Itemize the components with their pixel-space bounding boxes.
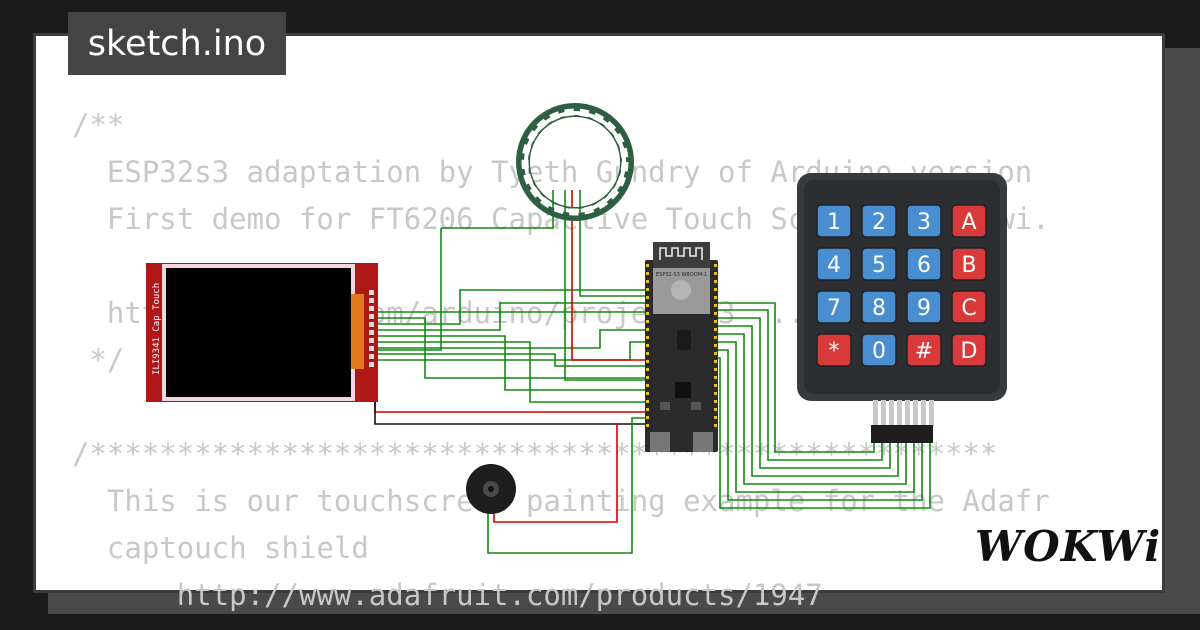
wire-green (375, 302, 647, 331)
keypad-key-label: 1 (827, 210, 841, 235)
wire-green (713, 302, 875, 453)
wire-black (374, 374, 647, 425)
wire-red (493, 424, 618, 523)
keypad-key-A[interactable]: A (951, 204, 987, 238)
keypad-key-label: D (961, 339, 978, 364)
keypad-key-3[interactable]: 3 (906, 204, 942, 238)
display-label: ILI9341 Cap Touch (152, 283, 162, 375)
keypad-key-B[interactable]: B (951, 247, 987, 281)
keypad-key-label: B (961, 253, 976, 278)
buzzer[interactable] (466, 464, 516, 514)
wire-green (713, 309, 883, 461)
wire-green (713, 341, 915, 493)
code-line: /** (72, 108, 125, 142)
wire-green (375, 228, 442, 351)
keypad-key-label: 0 (872, 339, 886, 364)
keypad-key-label: A (961, 210, 976, 235)
keypad-key-label: # (915, 339, 933, 364)
keypad-key-*[interactable]: * (816, 333, 852, 367)
keypad-key-C[interactable]: C (951, 290, 987, 324)
board-label: ESP32-S3 WROOM-1 (656, 272, 707, 278)
keypad-key-4[interactable]: 4 (816, 247, 852, 281)
keypad-key-9[interactable]: 9 (906, 290, 942, 324)
keypad-key-label: 9 (917, 296, 931, 321)
code-line: */ (72, 343, 125, 377)
keypad-key-label: 7 (827, 296, 841, 321)
keypad-key-label: C (961, 296, 976, 321)
wire-green (375, 341, 647, 361)
keypad-key-label: 4 (827, 253, 841, 278)
keypad-key-0[interactable]: 0 (861, 333, 897, 367)
keypad-key-7[interactable]: 7 (816, 290, 852, 324)
keypad-key-label: 8 (872, 296, 886, 321)
sketch-filename: sketch.ino (87, 23, 267, 64)
esp32-board[interactable]: ESP32-S3 WROOM-1 (645, 242, 718, 452)
wire-green (564, 190, 647, 381)
wire-green (487, 417, 647, 554)
keypad-key-2[interactable]: 2 (861, 204, 897, 238)
keypad-key-label: 3 (917, 210, 931, 235)
keypad-key-5[interactable]: 5 (861, 247, 897, 281)
wire-green (713, 325, 899, 477)
keypad-keys: 1 2 3 A 4 5 6 B 7 8 9 C * 0 # D (816, 204, 987, 367)
sketch-filename-tab[interactable]: sketch.ino (68, 12, 286, 75)
keypad-key-#[interactable]: # (906, 333, 942, 367)
wokwi-logo: WOKWi (975, 522, 1162, 571)
keypad-key-label: 2 (872, 210, 886, 235)
keypad-key-8[interactable]: 8 (861, 290, 897, 324)
keypad-key-label: * (829, 339, 840, 364)
code-line: captouch shield (72, 531, 369, 565)
wire-green (713, 317, 891, 469)
wire-red (571, 190, 647, 361)
wire-green (375, 289, 647, 325)
keypad-key-D[interactable]: D (951, 333, 987, 367)
wire-green (579, 190, 647, 297)
keypad-key-label: 5 (872, 253, 886, 278)
wire-green (375, 335, 647, 391)
wire-green (375, 329, 647, 349)
code-line: /***************************************… (72, 437, 998, 471)
keypad-key-1[interactable]: 1 (816, 204, 852, 238)
code-line: http://www.adafruit.com/products/1947 (72, 578, 823, 612)
wire-green (713, 333, 907, 485)
neopixel-ring[interactable] (516, 103, 634, 221)
tft-screen (166, 268, 351, 397)
wire-green (713, 349, 923, 501)
keypad-key-label: 6 (917, 253, 931, 278)
wire-green (375, 341, 647, 403)
keypad-key-6[interactable]: 6 (906, 247, 942, 281)
tft-display[interactable]: ILI9341 Cap Touch (146, 263, 378, 402)
